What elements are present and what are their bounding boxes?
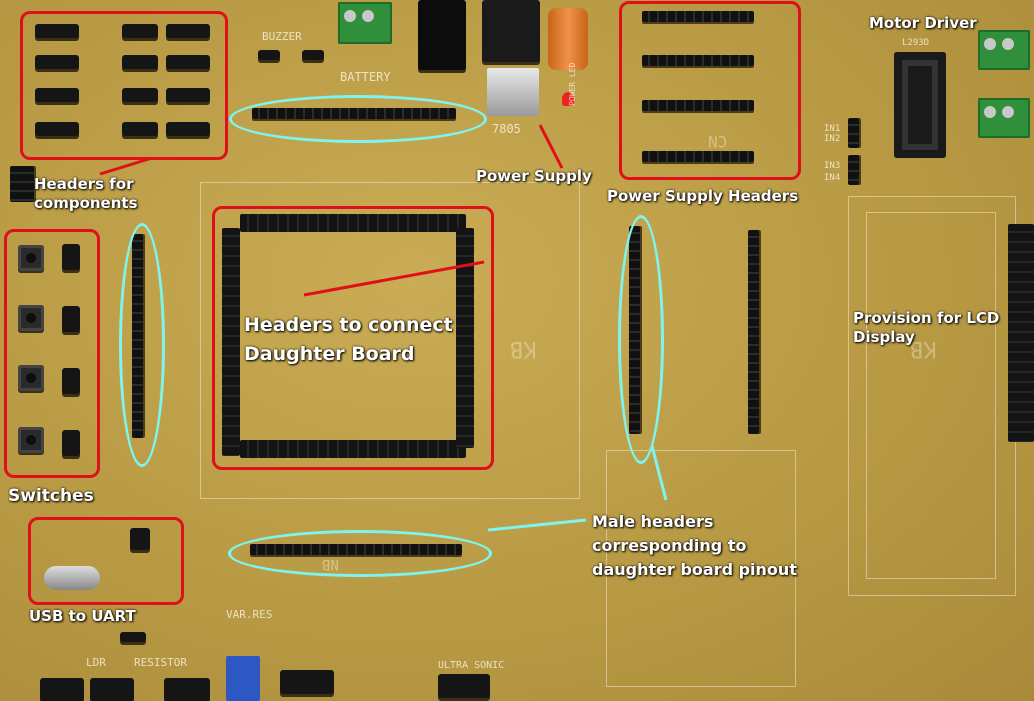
daughter-socket-bottom	[240, 440, 466, 458]
pointer-male-center	[650, 445, 668, 501]
motor-input-header	[848, 155, 859, 185]
component-socket	[35, 122, 79, 136]
push-switch-2	[18, 305, 44, 331]
label-switches: Switches	[8, 486, 94, 506]
label-components: Headers for components	[34, 175, 138, 212]
highlight-switches	[4, 229, 100, 478]
power-header-4	[642, 151, 754, 162]
power-switch	[482, 0, 540, 62]
label-male-headers: Male headers corresponding to daughter b…	[592, 512, 797, 579]
component-socket	[166, 122, 210, 136]
label-power-headers: Power Supply Headers	[607, 187, 799, 205]
ultrasonic-silk: ULTRA SONIC	[438, 660, 505, 671]
power-header-1	[642, 11, 754, 22]
pinout-outline	[606, 450, 796, 687]
variable-resistor	[226, 656, 260, 701]
ldr-silk: LDR	[86, 656, 106, 669]
resistor-silk: RESISTOR	[134, 656, 187, 669]
component-socket	[35, 55, 79, 69]
switch-header	[62, 368, 80, 394]
buzzer-header	[258, 50, 280, 60]
highlight-component-headers	[20, 11, 228, 160]
highlight-bottom-header	[228, 530, 492, 577]
motor-ic-silk: L293D	[902, 38, 930, 48]
in3-silk: IN3	[824, 161, 841, 171]
motor-input-header	[848, 118, 859, 148]
highlight-daughter-headers	[212, 206, 494, 470]
component-socket	[122, 55, 158, 69]
capacitor	[548, 8, 588, 70]
push-switch-1	[18, 245, 44, 271]
battery-silk: BATTERY	[340, 70, 391, 84]
var-res-silk: VAR.RES	[226, 608, 273, 621]
buzzer-silk: BUZZER	[262, 30, 302, 43]
component-socket	[35, 88, 79, 102]
component-socket	[166, 88, 210, 102]
component-socket	[122, 88, 158, 102]
regulator-heatsink	[487, 68, 539, 116]
pointer-daughter-board	[303, 260, 485, 297]
lcd-inner-outline	[866, 212, 996, 579]
label-lcd: Provision for LCD Display	[853, 309, 1000, 346]
switch-header	[62, 306, 80, 332]
push-switch-4	[18, 427, 44, 453]
power-header-2	[642, 55, 754, 66]
pointer-components	[99, 156, 153, 176]
switch-header	[62, 244, 80, 270]
ldr-socket	[90, 678, 134, 701]
lcd-connector	[1008, 224, 1034, 442]
uart-header	[130, 528, 150, 550]
component-socket	[122, 24, 158, 38]
ldr-socket	[40, 678, 84, 701]
lcd-side-header	[748, 230, 759, 434]
regulator-silk: 7805	[492, 122, 521, 136]
daughter-socket-left	[222, 228, 240, 456]
motor-terminal-1	[978, 30, 1030, 70]
component-socket	[35, 24, 79, 38]
label-daughter-board: Headers to connect Daughter Board	[244, 314, 453, 366]
in1-silk: IN1	[824, 124, 841, 134]
daughter-socket-top	[240, 214, 466, 232]
push-switch-3	[18, 365, 44, 391]
daughter-socket-right	[456, 228, 474, 448]
label-usb-uart: USB to UART	[29, 607, 136, 625]
highlight-power-headers	[619, 1, 801, 180]
crystal	[44, 566, 100, 590]
component-socket	[122, 122, 158, 136]
resistor-socket	[164, 678, 210, 701]
ultrasonic-header	[438, 674, 490, 698]
left-edge-pins	[10, 166, 34, 202]
label-motor-driver: Motor Driver	[869, 14, 977, 32]
component-socket	[166, 24, 210, 38]
sensor-header	[280, 670, 334, 694]
buzzer-header	[302, 50, 324, 60]
motor-driver-socket	[894, 52, 946, 158]
power-header-3	[642, 100, 754, 111]
in4-silk: IN4	[824, 173, 841, 183]
highlight-center-header	[618, 215, 664, 464]
dc-jack	[418, 0, 466, 70]
highlight-left-header	[119, 223, 165, 467]
highlight-usb-uart	[28, 517, 184, 605]
small-header	[120, 632, 146, 642]
switch-header	[62, 430, 80, 456]
daughter-board-outline	[200, 182, 580, 499]
in2-silk: IN2	[824, 134, 841, 144]
motor-terminal-2	[978, 98, 1030, 138]
pointer-male-bottom	[487, 518, 587, 532]
highlight-top-header	[229, 95, 487, 143]
component-socket	[166, 55, 210, 69]
power-led	[562, 92, 574, 106]
pointer-power-supply	[538, 124, 564, 169]
label-power-supply: Power Supply	[476, 167, 592, 185]
battery-terminal	[338, 2, 392, 44]
